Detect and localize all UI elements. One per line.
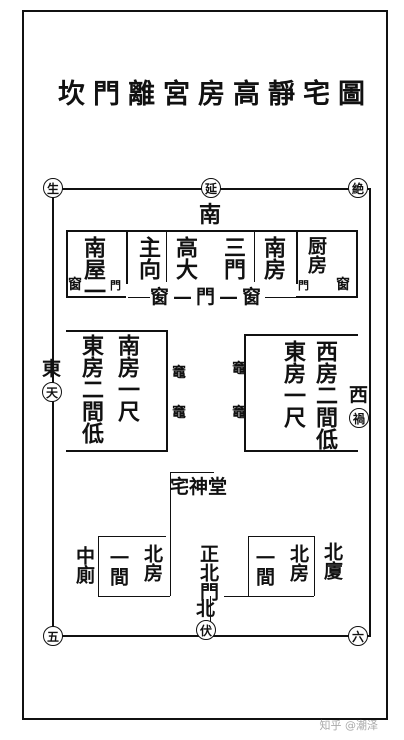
south-label: 南 <box>199 202 222 228</box>
room-north-left-one: 一間 <box>107 548 129 586</box>
room-south-hall-left: 南屋一 <box>80 236 106 302</box>
west-wing-top <box>244 334 358 336</box>
room-high-big: 高大 <box>172 236 198 280</box>
north-left-box-top <box>98 536 166 537</box>
room-north-hall: 北廈 <box>321 542 343 580</box>
west-star-marker: 禍 <box>349 408 369 428</box>
room-kitchen: 厨房 <box>305 236 327 274</box>
corner-bottom-left-marker: 五 <box>43 626 63 646</box>
room-main-gate: 正北門 <box>197 544 219 601</box>
south-right-wall <box>356 230 358 298</box>
west-wing-left <box>244 334 246 452</box>
west-wing-bottom <box>244 450 358 452</box>
north-star-marker: 伏 <box>196 620 216 640</box>
room-third-gate: 三門 <box>220 236 246 280</box>
room-east-wing-inner: 南房一尺 <box>114 334 140 422</box>
room-north-left-house: 北房 <box>141 544 163 582</box>
room-main-direction: 主向 <box>135 236 161 280</box>
north-left-box-left <box>98 536 99 596</box>
shrine-box-top <box>170 472 214 473</box>
south-row-bottom-right-line <box>296 296 358 298</box>
south-mid-divider-right <box>296 230 298 284</box>
east-wing-right <box>166 330 168 452</box>
south-central-right-divider <box>254 230 255 282</box>
east-wing-bottom <box>66 450 168 452</box>
east-star-marker: 天 <box>42 382 62 402</box>
corner-bottom-right-marker: 六 <box>348 626 368 646</box>
gate-left-marker: 門 <box>110 279 121 292</box>
south-row-top-line <box>66 230 358 232</box>
west-label: 西 <box>349 384 369 406</box>
south-mid-divider-left <box>126 230 128 284</box>
east-wing-top <box>66 330 166 332</box>
window-right-marker: 窗 <box>336 277 350 293</box>
north-right-box-right <box>314 536 315 596</box>
room-toilet: 中廁 <box>73 546 95 584</box>
gate-right-marker: 門 <box>298 279 309 292</box>
room-west-wing-inner: 東房一尺 <box>280 340 306 428</box>
south-row-bottom-left-line <box>66 296 126 298</box>
south-left-wall <box>66 230 68 298</box>
room-north-right-one: 一間 <box>253 548 275 586</box>
north-right-box-bottom <box>224 596 314 597</box>
north-right-box-left <box>248 536 249 596</box>
room-north-right-house: 北房 <box>287 544 309 582</box>
page-title: 坎門離宮房高靜宅圖 <box>58 79 373 110</box>
west-stove-bottom: 竈 <box>232 405 246 421</box>
shrine-box-left <box>170 472 171 596</box>
corner-top-left-marker: 生 <box>43 178 63 198</box>
page-frame <box>22 10 388 720</box>
window-left-marker: 窗 <box>68 277 82 293</box>
top-star-marker: 延 <box>201 178 221 198</box>
room-west-wing-outer: 西房二間低 <box>312 340 338 450</box>
east-label: 東 <box>42 358 62 380</box>
corner-top-right-marker: 絶 <box>348 178 368 198</box>
room-south-house-right: 南房 <box>260 236 286 280</box>
north-label: 北 <box>196 598 216 620</box>
north-left-box-bottom <box>98 596 170 597</box>
west-stove-top: 竈 <box>232 361 246 377</box>
room-shrine: 宅神堂 <box>170 476 228 498</box>
north-right-box-top <box>248 536 314 537</box>
window-door-row: 窗—門—窗 <box>150 286 266 308</box>
watermark: 知乎 @潮泽 <box>319 719 379 732</box>
north-gate-line <box>210 596 211 622</box>
east-stove-top: 竈 <box>172 365 186 381</box>
south-central-left-divider <box>166 230 167 282</box>
room-east-wing-outer: 東房二間低 <box>78 334 104 444</box>
east-stove-bottom: 竈 <box>172 405 186 421</box>
